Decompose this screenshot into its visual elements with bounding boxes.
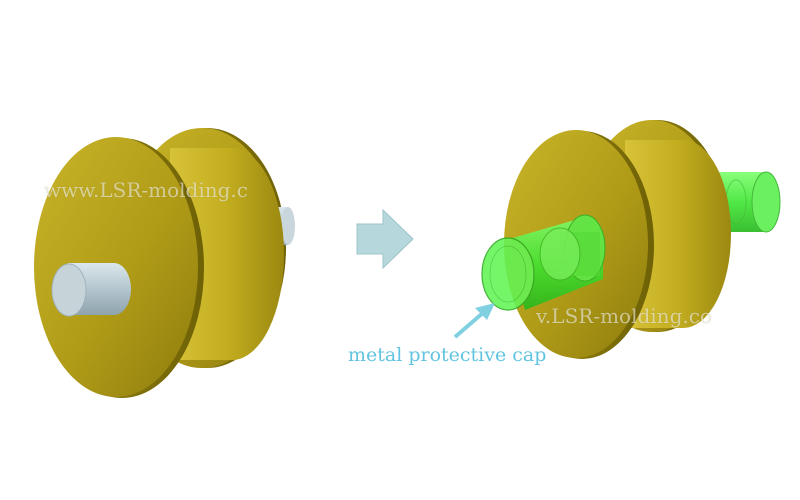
protective-cap-front [481, 214, 606, 311]
metal-shaft [51, 263, 131, 317]
spool-after [481, 120, 781, 359]
right-arrow-icon [356, 208, 414, 270]
cap-label: metal protective cap [348, 344, 547, 366]
spool-before [34, 128, 295, 398]
diagonal-arrow-icon [453, 303, 495, 339]
hub-cylinder [625, 140, 731, 328]
